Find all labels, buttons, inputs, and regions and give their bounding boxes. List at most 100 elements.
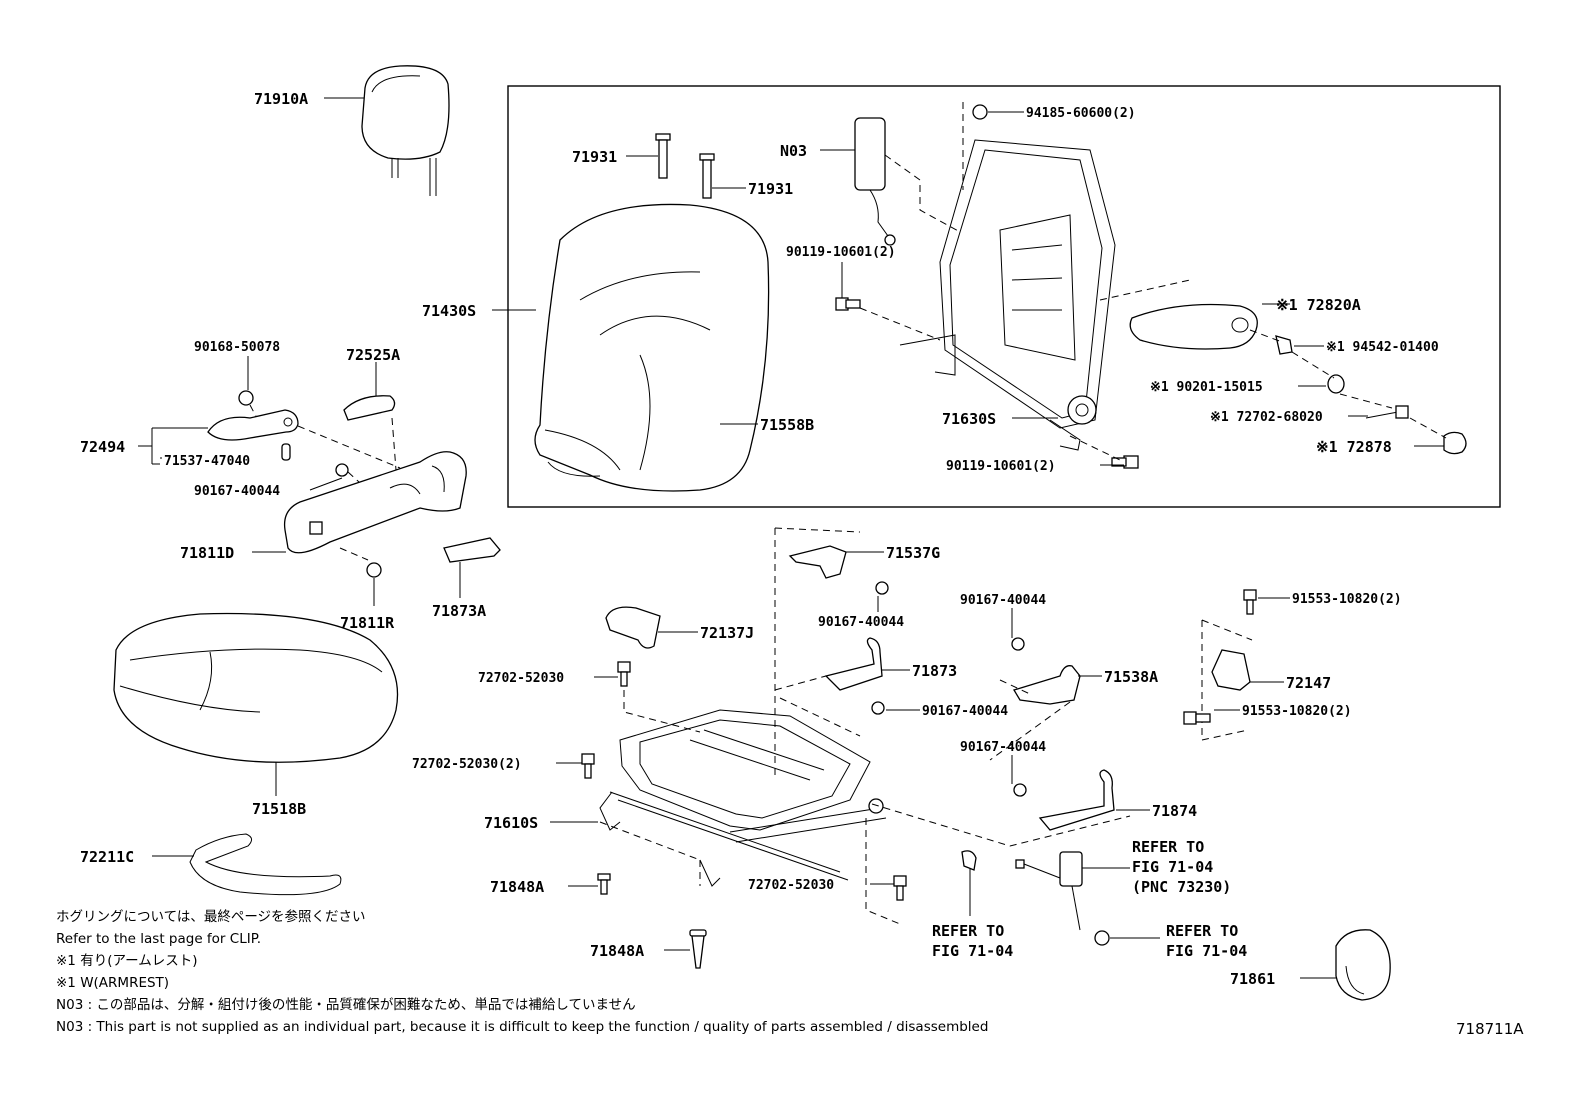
label-71558B: 71558B bbox=[760, 416, 814, 434]
label-71874: 71874 bbox=[1152, 802, 1197, 820]
bolt-90119-a-drawing bbox=[835, 297, 861, 311]
label-90119-b: 90119-10601(2) bbox=[946, 459, 1056, 474]
figure-id: 718711A bbox=[1456, 1020, 1524, 1038]
bracket-71873A-drawing bbox=[443, 537, 501, 563]
bolt-72702-68020-drawing bbox=[1365, 405, 1409, 419]
note-armrest-en: ※1 W(ARMREST) bbox=[56, 975, 170, 991]
washer-90201-drawing bbox=[1327, 374, 1345, 394]
label-72525A: 72525A bbox=[346, 346, 400, 364]
seat-cushion-drawing bbox=[113, 612, 399, 763]
knob-72525A-drawing bbox=[343, 395, 396, 421]
label-90167-40044-c: 90167-40044 bbox=[922, 704, 1008, 719]
bracket-71874-drawing bbox=[1038, 769, 1115, 831]
label-refer-pnc-line2: FIG 71-04 bbox=[1132, 858, 1213, 876]
bolt-72702-52030-a-drawing bbox=[617, 661, 631, 687]
note-armrest-jp: ※1 有り(アームレスト) bbox=[56, 953, 198, 969]
label-90167-40044-e: 90167-40044 bbox=[960, 740, 1046, 755]
screw-90167-d-drawing bbox=[1011, 637, 1025, 651]
note-clip-en: Refer to the last page for CLIP. bbox=[56, 931, 262, 947]
label-90167-40044-b: 90167-40044 bbox=[818, 615, 904, 630]
label-71931-b: 71931 bbox=[748, 180, 793, 198]
label-90167-40044-a: 90167-40044 bbox=[194, 484, 280, 499]
bolt-91553-a-drawing bbox=[1243, 589, 1257, 615]
seatback-cover-drawing bbox=[534, 203, 770, 492]
lever-72494-drawing bbox=[207, 409, 299, 461]
label-N03: N03 bbox=[780, 142, 807, 160]
label-90119-a: 90119-10601(2) bbox=[786, 245, 896, 260]
label-91553-a: 91553-10820(2) bbox=[1292, 592, 1402, 607]
label-71430S: 71430S bbox=[422, 302, 476, 320]
bracket-71538A-drawing bbox=[1013, 665, 1081, 705]
label-90201: ※1 90201-15015 bbox=[1150, 380, 1263, 395]
label-71811D: 71811D bbox=[180, 544, 234, 562]
label-71537G: 71537G bbox=[886, 544, 940, 562]
label-72137J: 72137J bbox=[700, 624, 754, 642]
label-72494: 72494 bbox=[80, 438, 125, 456]
pin-71848A-a-drawing bbox=[597, 873, 611, 895]
screw-90167-b-drawing bbox=[875, 581, 889, 595]
label-72147: 72147 bbox=[1286, 674, 1331, 692]
label-refer1-line1: REFER TO bbox=[932, 922, 1004, 940]
label-91553-b: 91553-10820(2) bbox=[1242, 704, 1352, 719]
label-71811R: 71811R bbox=[340, 614, 395, 632]
screw-90167-c-drawing bbox=[871, 701, 885, 715]
note-clip-jp: ホグリングについては、最終ページを参照ください bbox=[56, 909, 366, 925]
label-71537-47040: 71537-47040 bbox=[164, 454, 250, 469]
label-refer2-line1: REFER TO bbox=[1166, 922, 1238, 940]
armrest-drawing bbox=[1129, 303, 1258, 350]
screw-90167-e-drawing bbox=[1013, 783, 1027, 797]
label-72702-52030-b: 72702-52030(2) bbox=[412, 757, 522, 772]
seatback-frame-drawing bbox=[899, 139, 1116, 451]
note-n03-jp: N03 : この部品は、分解・組付け後の性能・品質確保が困難なため、単品では補給… bbox=[56, 997, 636, 1013]
bolt-90119-b-drawing bbox=[1111, 455, 1139, 469]
screw-90168-drawing bbox=[238, 390, 254, 406]
seatbelt-buckle-drawing bbox=[1015, 851, 1110, 946]
label-90167-40044-d: 90167-40044 bbox=[960, 593, 1046, 608]
bracket-71873-drawing bbox=[824, 637, 883, 691]
label-refer-pnc-line3: (PNC 73230) bbox=[1132, 878, 1231, 896]
screw-90167-a-drawing bbox=[335, 463, 349, 477]
label-72878: ※1 72878 bbox=[1316, 438, 1392, 456]
note-n03-en: N03 : This part is not supplied as an in… bbox=[56, 1019, 989, 1035]
label-refer-pnc-line1: REFER TO bbox=[1132, 838, 1204, 856]
bolt-91553-b-drawing bbox=[1183, 711, 1211, 725]
footnotes: ホグリングについては、最終ページを参照ください Refer to the las… bbox=[56, 906, 988, 1038]
label-72820A: ※1 72820A bbox=[1276, 296, 1361, 314]
label-90168: 90168-50078 bbox=[194, 340, 280, 355]
bolt-72702-52030-c-drawing bbox=[893, 875, 907, 901]
bracket-71537G-drawing bbox=[788, 545, 847, 579]
label-71873: 71873 bbox=[912, 662, 957, 680]
label-71518B: 71518B bbox=[252, 800, 306, 818]
cap-72878-drawing bbox=[1443, 431, 1467, 455]
wire-72211C-drawing bbox=[189, 833, 342, 896]
nut-94185-drawing bbox=[972, 104, 988, 120]
label-72211C: 72211C bbox=[80, 848, 134, 866]
label-71931-a: 71931 bbox=[572, 148, 617, 166]
pin-71848A-b-drawing bbox=[689, 929, 707, 969]
cover-72137J-drawing bbox=[605, 606, 661, 649]
label-71538A: 71538A bbox=[1104, 668, 1158, 686]
label-72702-52030-c: 72702-52030 bbox=[748, 878, 834, 893]
label-71873A: 71873A bbox=[432, 602, 486, 620]
label-94185: 94185-60600(2) bbox=[1026, 106, 1136, 121]
airbag-module-drawing bbox=[854, 117, 896, 246]
anchor-plate-drawing bbox=[961, 850, 977, 871]
bolt-72702-52030-b-drawing bbox=[581, 753, 595, 779]
washer-94542-drawing bbox=[1275, 335, 1293, 355]
seat-track-drawing bbox=[599, 709, 887, 887]
cover-71861-drawing bbox=[1335, 929, 1391, 1001]
clip-71931-drawing bbox=[655, 133, 715, 199]
label-94542: ※1 94542-01400 bbox=[1326, 340, 1439, 355]
shield-71811D-drawing bbox=[283, 451, 467, 554]
label-71610S: 71610S bbox=[484, 814, 538, 832]
headrest-drawing bbox=[361, 65, 450, 196]
bracket-72147-drawing bbox=[1211, 649, 1251, 691]
cap-71811R-drawing bbox=[366, 562, 382, 578]
label-72702-68020: ※1 72702-68020 bbox=[1210, 410, 1323, 425]
label-71848A-b: 71848A bbox=[590, 942, 644, 960]
label-71630S: 71630S bbox=[942, 410, 996, 428]
label-71861: 71861 bbox=[1230, 970, 1275, 988]
label-72702-52030-a: 72702-52030 bbox=[478, 671, 564, 686]
label-71910A: 71910A bbox=[254, 90, 308, 108]
